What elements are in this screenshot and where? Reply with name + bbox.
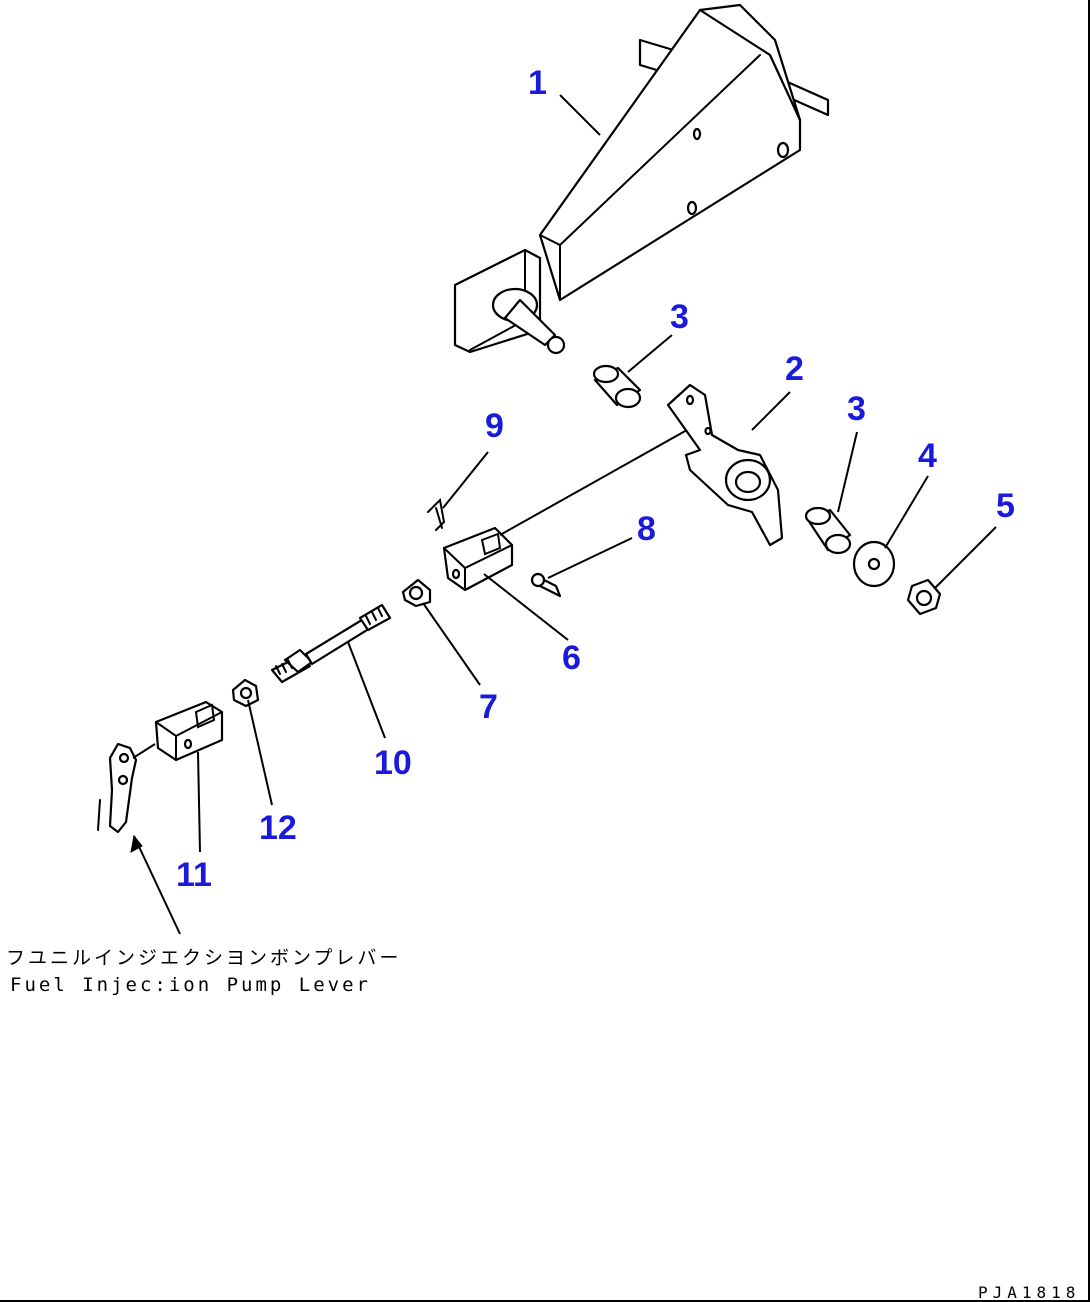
part-2-lever bbox=[666, 383, 784, 547]
callout-12: 12 bbox=[259, 809, 297, 847]
callout-9: 9 bbox=[485, 407, 504, 445]
part-9-cotter-pin bbox=[427, 497, 446, 531]
callout-11: 11 bbox=[176, 856, 212, 894]
leader-lines bbox=[130, 94, 997, 935]
caption-english: Fuel Injec:ion Pump Lever bbox=[10, 974, 371, 996]
fuel-injection-pump-lever bbox=[97, 742, 138, 834]
callout-7: 7 bbox=[479, 688, 498, 726]
part-10-rod bbox=[270, 603, 392, 684]
callout-4: 4 bbox=[918, 437, 937, 475]
part-7-nut bbox=[401, 578, 432, 608]
part-11-clevis bbox=[154, 700, 224, 762]
part-1-bracket bbox=[453, 3, 830, 355]
part-12-nut bbox=[231, 678, 260, 708]
callout-1: 1 bbox=[528, 64, 547, 102]
callout-3a: 3 bbox=[670, 298, 689, 336]
callout-6: 6 bbox=[562, 639, 581, 677]
callout-labels: 1 3 2 3 4 9 5 8 6 7 10 12 11 bbox=[176, 64, 1015, 894]
callout-3b: 3 bbox=[847, 390, 866, 428]
part-4-washer bbox=[852, 540, 896, 588]
part-6-clevis bbox=[442, 526, 514, 592]
callout-10: 10 bbox=[374, 744, 412, 782]
callout-8: 8 bbox=[637, 510, 656, 548]
part-3-bushing-b bbox=[804, 506, 852, 555]
drawing-code: PJA1818 bbox=[978, 1283, 1080, 1302]
part-3-bushing-a bbox=[592, 364, 642, 409]
part-8-clevis-pin bbox=[530, 572, 562, 598]
caption-japanese: フユニルインジエクシヨンボンプレバー bbox=[6, 947, 401, 969]
callout-5: 5 bbox=[996, 487, 1015, 525]
part-5-nut bbox=[906, 578, 942, 616]
callout-2: 2 bbox=[785, 350, 804, 388]
